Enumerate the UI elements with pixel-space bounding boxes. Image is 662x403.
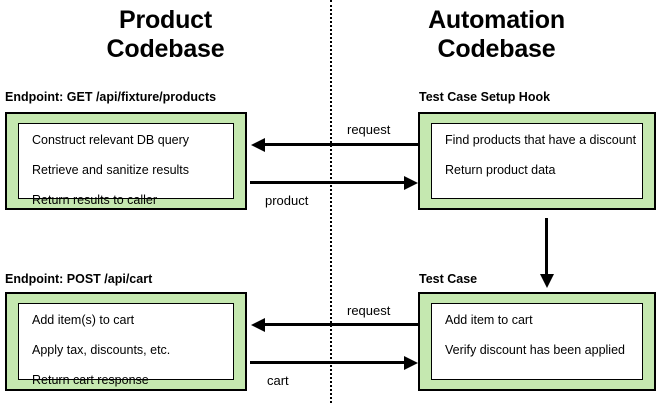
box-products-endpoint: Construct relevant DB query Retrieve and… (5, 112, 247, 210)
box-test-case-setup-hook-body: Find products that have a discount Retur… (431, 123, 643, 199)
arrow-bottom-request-head (251, 317, 265, 332)
box-test-case-body: Add item to cart Verify discount has bee… (431, 303, 643, 380)
vertical-dotted-divider (330, 0, 332, 403)
arrow-bottom-cart-head (404, 355, 418, 370)
box-test-case-setup-hook: Find products that have a discount Retur… (418, 112, 656, 210)
list-item: Return product data (445, 163, 556, 177)
arrow-top-product-line (250, 181, 404, 184)
arrow-label-top-request: request (347, 122, 391, 137)
arrow-label-bottom-cart: cart (267, 373, 289, 388)
list-item: Verify discount has been applied (445, 343, 625, 357)
box-cart-endpoint: Add item(s) to cart Apply tax, discounts… (5, 292, 247, 391)
arrow-hook-to-testcase-line (545, 218, 548, 276)
arrow-bottom-request-line (265, 323, 418, 326)
list-item: Apply tax, discounts, etc. (32, 343, 171, 357)
label-products-endpoint: Endpoint: GET /api/fixture/products (5, 90, 217, 104)
label-test-case-setup-hook: Test Case Setup Hook (419, 90, 551, 104)
list-item: Add item to cart (445, 313, 533, 327)
list-item: Add item(s) to cart (32, 313, 135, 327)
list-item: Find products that have a discount (445, 133, 637, 147)
label-cart-endpoint: Endpoint: POST /api/cart (5, 272, 153, 286)
arrow-top-request-head (251, 137, 265, 152)
list-item: Construct relevant DB query (32, 133, 190, 147)
column-heading-product-codebase: Product Codebase (106, 6, 225, 63)
label-test-case: Test Case (419, 272, 478, 286)
box-cart-endpoint-body: Add item(s) to cart Apply tax, discounts… (18, 303, 234, 387)
list-item: Return results to caller (32, 193, 158, 207)
column-heading-automation-codebase: Automation Codebase (428, 6, 565, 63)
list-item: Return cart response (32, 373, 149, 387)
arrow-bottom-cart-line (250, 361, 404, 364)
arrow-top-product-head (404, 175, 418, 190)
list-item: Retrieve and sanitize results (32, 163, 190, 177)
arrow-hook-to-testcase-head (539, 274, 554, 288)
box-test-case: Add item to cart Verify discount has bee… (418, 292, 656, 391)
arrow-label-top-product: product (265, 193, 309, 208)
arrow-top-request-line (265, 143, 418, 146)
arrow-label-bottom-request: request (347, 303, 391, 318)
box-products-endpoint-body: Construct relevant DB query Retrieve and… (18, 123, 234, 207)
